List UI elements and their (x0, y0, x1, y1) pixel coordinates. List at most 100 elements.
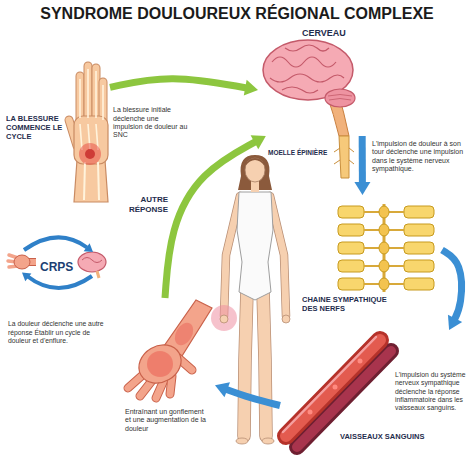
edge-label: L'impulsion de douleur à son tour déclen… (372, 140, 468, 174)
sympathetic-chain (338, 204, 434, 292)
flow-arrow (110, 79, 258, 96)
flow-arrow (215, 382, 280, 405)
diagram-title: SYNDROME DOULOUREUX RÉGIONAL COMPLEXE (0, 4, 474, 23)
crps-cycle-icon (82, 258, 102, 263)
brain (270, 74, 344, 82)
crps-cycle-icon (97, 271, 99, 278)
human-figure (244, 290, 247, 436)
crps-cycle-icon (78, 252, 106, 272)
blood-vessels (308, 410, 313, 415)
stage-title: VAISSEAUX SANGUINS (340, 432, 450, 441)
brain (349, 148, 354, 152)
sympathetic-chain (338, 206, 364, 218)
stage-node: CRPS La douleur déclenche une autre répon… (4, 232, 115, 367)
swollen-hand (128, 300, 212, 398)
brain (349, 160, 354, 164)
arrow-head (215, 382, 230, 397)
arrow-shaft (223, 388, 280, 405)
injured-hand (79, 143, 101, 165)
flow-arrow (442, 250, 462, 330)
sympathetic-chain (379, 278, 389, 290)
sympathetic-chain (379, 206, 389, 218)
injured-hand (95, 71, 97, 118)
injured-hand (87, 69, 89, 118)
stage-node: LA BLESSURE COMMENCE LE CYCLE (4, 58, 110, 205)
injured-hand (74, 160, 108, 202)
sympathetic-chain (364, 212, 404, 284)
swollen-hand (147, 351, 173, 377)
injured-hand (80, 124, 82, 150)
injured-hand (98, 162, 99, 200)
edge-label: L'impulsion du système nerveux sympathiq… (395, 371, 471, 412)
human-figure (245, 158, 265, 182)
blood-vessels (286, 340, 380, 436)
crps-cycle-icon (27, 276, 92, 288)
edge-label: AUTRE RÉPONSE (118, 195, 168, 214)
stage-node: CERVEAU (258, 24, 370, 136)
arrow-head (448, 315, 462, 330)
sympathetic-chain (379, 260, 389, 272)
blood-vessels (358, 359, 363, 364)
stage-title: CHAINE SYMPATHIQUE DES NERFS (302, 295, 402, 313)
brain (263, 40, 355, 178)
crps-cycle-icon (24, 237, 87, 250)
arrow-head (244, 80, 258, 96)
stage-title: CERVEAU (302, 28, 362, 39)
injured-hand (84, 162, 85, 200)
injured-hand (74, 116, 108, 164)
human-figure (211, 155, 290, 444)
flow-arrow (165, 135, 266, 298)
injured-hand (69, 66, 108, 202)
crps-cycle-icon (84, 243, 93, 252)
human-figure (211, 305, 237, 331)
stage-description: La douleur déclenche une autre réponse É… (8, 320, 112, 344)
arrow-shaft (110, 79, 249, 89)
edge-label: La blessure initiale déclenche une impul… (113, 106, 189, 140)
stage-title: Entraînant un gonflement et une augmenta… (125, 408, 211, 433)
sympathetic-chain (338, 242, 364, 254)
arrow-head (354, 182, 370, 195)
sympathetic-chain (404, 278, 434, 290)
crps-cycle-icon (14, 255, 30, 269)
human-figure (244, 290, 247, 436)
human-figure (245, 158, 265, 166)
human-figure (282, 315, 290, 323)
brain (339, 136, 349, 178)
stage-node: CHAINE SYMPATHIQUE DES NERFS (300, 195, 442, 320)
injured-hand (84, 66, 93, 124)
brain (334, 148, 340, 152)
crps-cycle-icon (8, 237, 106, 288)
arrow-shaft (165, 140, 258, 298)
brain (285, 45, 329, 51)
human-figure (263, 290, 266, 436)
human-figure (263, 290, 266, 436)
brain (325, 89, 355, 107)
brain (272, 57, 336, 67)
blood-vessels (286, 340, 380, 436)
sympathetic-chain (379, 242, 389, 254)
arrow-shaft (359, 136, 366, 186)
blood-vessels (283, 337, 376, 432)
sympathetic-chain (338, 278, 364, 290)
part-label: MOELLE ÉPINIÈRE (268, 149, 338, 157)
sympathetic-chain (404, 224, 434, 236)
crps-cycle-icon (22, 273, 31, 282)
injured-hand (85, 149, 95, 159)
injured-hand (102, 85, 104, 120)
stage-title: CRPS (40, 260, 80, 274)
stage-title: LA BLESSURE COMMENCE LE CYCLE (6, 114, 64, 141)
stage-node: Entraînant un gonflement et une augmenta… (115, 298, 215, 446)
swollen-hand (132, 337, 188, 390)
human-figure (262, 438, 274, 444)
sympathetic-chain (379, 224, 389, 236)
brain (282, 87, 318, 93)
injured-hand (85, 66, 92, 124)
sympathetic-chain (338, 224, 364, 236)
blood-vessels (283, 337, 391, 447)
human-figure (236, 438, 248, 444)
arrow-shaft (442, 250, 461, 322)
human-figure (220, 315, 228, 323)
